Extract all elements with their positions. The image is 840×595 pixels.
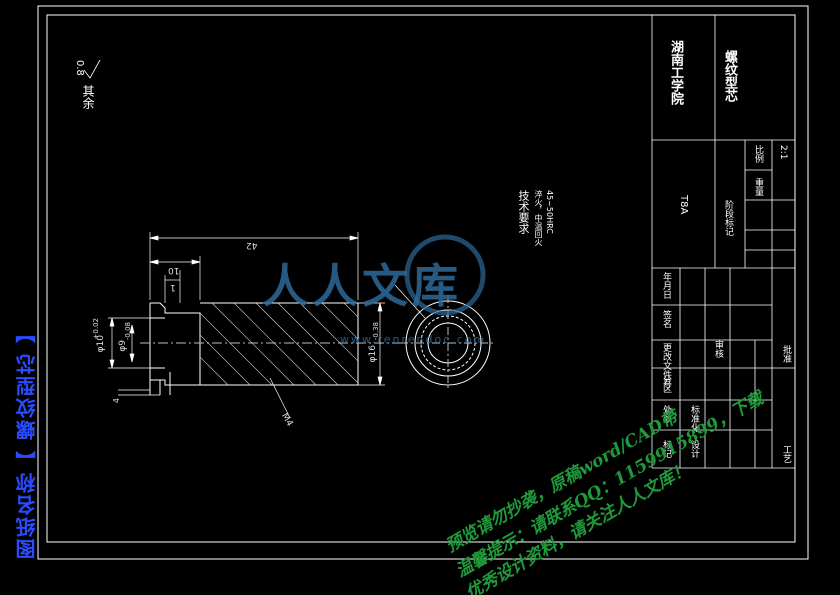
tech-line1: 淬火，中温回火: [534, 190, 543, 246]
scale-label: 比例: [753, 145, 763, 163]
weight-label: 重量: [753, 178, 763, 196]
tech-title: 技术要求: [517, 190, 530, 234]
surface-note: 其余: [81, 85, 95, 109]
dim-diameter-mid-tol: -0.08: [124, 322, 132, 341]
surface-value: 0.8: [74, 60, 85, 76]
watermark-logo: 人人文库: [262, 259, 462, 313]
row-zone: 分区: [661, 375, 671, 393]
dim-diameter-right: [358, 302, 385, 386]
scale-value: 2:1: [778, 145, 788, 160]
dim-diameter-mid: φ9: [118, 340, 128, 352]
row-design: 设计: [689, 440, 699, 458]
dim-step-length: 10: [168, 265, 180, 275]
outer-border: [37, 5, 809, 560]
inner-border: [46, 14, 796, 543]
school-name: 湖南工学院: [668, 40, 683, 105]
row-approve: 批准: [781, 345, 791, 363]
row-process: 工艺: [781, 445, 791, 463]
row-mark: 标记: [661, 440, 671, 458]
stage-mark-label: 阶段标记: [723, 200, 733, 236]
watermark-logo-ring: [404, 234, 486, 316]
row-date: 年月日: [661, 272, 671, 299]
material: T8A: [678, 195, 689, 215]
row-standard: 标准化: [689, 405, 699, 432]
dim-diameters-left: [108, 317, 160, 396]
row-review: 审核: [713, 340, 723, 358]
watermark-logo-sub: www.renrendoc.com: [340, 333, 487, 346]
part-outline: [140, 302, 400, 395]
title-block: [651, 15, 795, 469]
dim-diameter-thread: φ16: [368, 345, 378, 363]
row-signature: 签名: [661, 310, 671, 328]
dim-thread-depth: 4: [112, 398, 121, 404]
roughness-symbol: [83, 59, 101, 79]
dim-overall-length: 42: [246, 240, 258, 250]
dim-overall: [149, 232, 359, 303]
row-count: 处数: [661, 405, 671, 423]
sidebar-title: 图纸名称【 螺纹型芯 】: [15, 321, 39, 559]
leaders: [269, 284, 426, 419]
row-change-doc: 更改文件号: [661, 343, 671, 388]
part-name: 螺纹型芯: [722, 50, 737, 102]
section-hatching: [200, 303, 358, 385]
dim-diameter-small-tol: +0.02: [92, 318, 100, 340]
dim-chamfer: 1: [170, 282, 176, 292]
tech-line2: 45~50HRC: [545, 190, 554, 234]
